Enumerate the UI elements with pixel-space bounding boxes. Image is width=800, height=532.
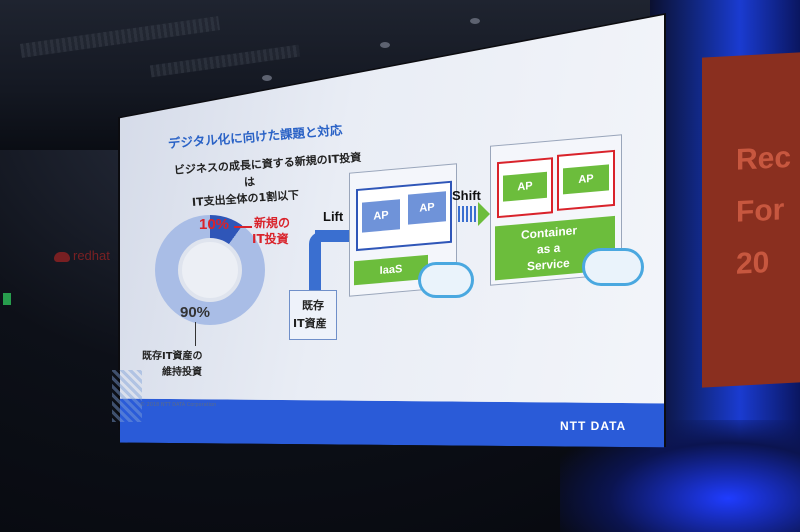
existing-it-asset-label: IT資産	[293, 317, 327, 330]
slide-text-line: は	[243, 175, 256, 189]
new-investment-percent: 10%	[199, 216, 230, 233]
redhat-hat-icon	[54, 251, 70, 262]
existing-it-asset-box: 既存 IT資産	[289, 290, 337, 340]
ceiling-lamp	[262, 75, 272, 81]
decorative-dots	[112, 370, 142, 422]
shift-arrowhead-icon	[478, 202, 490, 226]
cloud-icon	[582, 248, 644, 286]
caas-label: as a	[537, 240, 561, 257]
ceiling-lamp	[470, 18, 480, 24]
new-investment-label: 新規の	[254, 216, 291, 230]
caas-label: Container	[521, 223, 578, 243]
ap-block: AP	[503, 171, 547, 202]
callout-line	[234, 226, 252, 228]
banner-line: Rec	[736, 140, 792, 177]
lift-arrow	[309, 232, 321, 290]
ceiling-lamp	[380, 42, 390, 48]
exit-sign-icon	[3, 293, 11, 305]
lift-label: Lift	[323, 209, 344, 224]
banner-line: For	[736, 193, 785, 229]
ntt-data-logo: NTT DATA	[560, 419, 627, 433]
iaas-label: IaaS	[354, 254, 428, 286]
existing-investment-label: 維持投資	[162, 367, 202, 378]
existing-investment-percent: 90%	[180, 304, 211, 321]
new-investment-label: IT投資	[252, 232, 289, 246]
ap-block: AP	[362, 199, 400, 233]
ap-block: AP	[408, 191, 446, 225]
ap-block: AP	[563, 164, 609, 195]
existing-it-asset-label: 既存	[302, 299, 324, 312]
cloud-icon	[418, 262, 474, 298]
donut-center	[178, 238, 242, 302]
redhat-logo: redhat	[54, 248, 110, 263]
existing-investment-label: 既存IT資産の	[142, 351, 203, 362]
redhat-logo-text: redhat	[73, 248, 110, 263]
caas-label: Service	[527, 255, 570, 274]
event-banner: Rec For 20	[702, 52, 800, 388]
copyright-text: © 2018 NTT DATA Corporation	[140, 402, 217, 408]
shift-arrow	[458, 206, 480, 222]
lift-arrow	[315, 230, 353, 242]
shift-label: Shift	[452, 188, 481, 203]
callout-line	[195, 322, 196, 346]
banner-line: 20	[736, 246, 770, 281]
